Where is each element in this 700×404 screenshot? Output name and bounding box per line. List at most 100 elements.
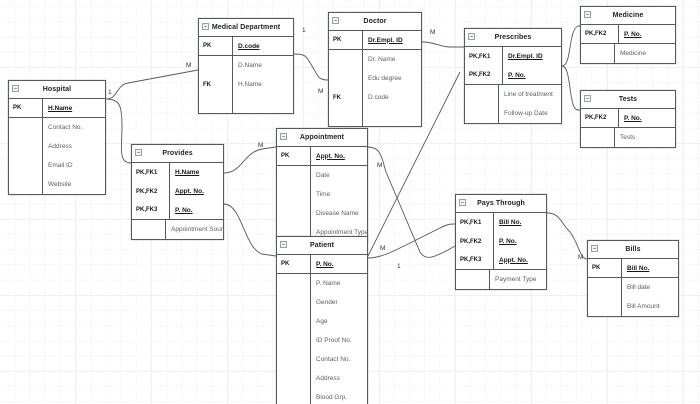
collapse-box-icon[interactable] (591, 245, 598, 252)
attribute-row[interactable]: Dr. Name (329, 50, 421, 69)
connector-provides-to-appointment (223, 146, 277, 174)
attribute-row[interactable]: Bill Amount (588, 297, 678, 316)
collapse-box-icon[interactable] (280, 133, 287, 140)
attribute-row[interactable]: Edu degree (329, 69, 421, 88)
connector-patient-to-pays-through (367, 223, 456, 259)
attribute-name: Date (316, 172, 330, 179)
key-constraint-label (199, 56, 233, 75)
entity-header-appointment[interactable]: Appointment (277, 129, 367, 147)
key-constraint-label: PK,FK2 (465, 66, 503, 84)
collapse-box-icon[interactable] (135, 149, 142, 156)
collapse-box-icon[interactable] (468, 33, 475, 40)
entity-title: Appointment (299, 134, 345, 141)
cardinality-hospital-medical-department-one: 1 (108, 89, 112, 96)
attribute-name: Bill date (627, 284, 651, 291)
attribute-row[interactable]: Tests (581, 128, 675, 147)
connector-medical-department-to-doctor (293, 53, 329, 81)
attribute-row[interactable] (199, 94, 293, 113)
entity-header-medical-department[interactable]: Medical Department (199, 19, 293, 37)
attribute-name: Contact No. (316, 356, 351, 363)
key-constraint-label (277, 312, 311, 331)
attribute-row[interactable]: Disease Name (277, 204, 367, 223)
attribute-row[interactable]: Contact No. (277, 350, 367, 369)
attribute-row[interactable]: Email ID (9, 156, 105, 175)
entity-header-provides[interactable]: Provides (132, 145, 223, 163)
attribute-row[interactable]: Date (277, 166, 367, 185)
attribute-row[interactable]: Age (277, 312, 367, 331)
attribute-row[interactable]: Blood Grp. (277, 388, 367, 404)
entity-header-bills[interactable]: Bills (588, 241, 678, 259)
collapse-box-icon[interactable] (459, 199, 466, 206)
entity-header-hospital[interactable]: Hospital (9, 81, 105, 99)
key-constraint-label (277, 350, 311, 369)
attribute-row[interactable]: Appointment Source (132, 220, 223, 239)
entity-header-patient[interactable]: Patient (277, 237, 367, 255)
connector-doctor-to-prescribes (421, 41, 464, 48)
entity-header-prescribes[interactable]: Prescribes (465, 29, 561, 47)
attribute-row[interactable]: Contact No. (9, 118, 105, 137)
attribute-row[interactable]: ID Proof No. (277, 331, 367, 350)
collapse-box-icon[interactable] (202, 23, 209, 30)
collapse-box-icon[interactable] (584, 11, 591, 18)
attribute-row[interactable]: Appointment Type (277, 223, 367, 242)
attribute-row[interactable]: Line of treatment (465, 85, 561, 104)
attribute-row[interactable]: Medicine (581, 44, 675, 63)
collapse-box-icon[interactable] (12, 85, 19, 92)
attribute-row[interactable]: Address (277, 369, 367, 388)
attribute-row[interactable]: Website (9, 175, 105, 194)
attribute-row[interactable]: Payment Type (456, 270, 546, 289)
key-constraint-label (465, 85, 499, 104)
entity-header-doctor[interactable]: Doctor (329, 13, 421, 31)
attribute-row[interactable]: Bill date (588, 278, 678, 297)
attribute-row[interactable]: Address (9, 137, 105, 156)
attribute-row[interactable]: D.Name (199, 56, 293, 75)
entity-title: Medicine (612, 12, 644, 19)
attribute-name: Bill No. (499, 219, 522, 226)
entity-header-medicine[interactable]: Medicine (581, 7, 675, 25)
attribute-row[interactable]: Follow-up Date (465, 104, 561, 123)
attribute-name: Disease Name (316, 210, 359, 217)
attribute-name: P. Name (316, 280, 341, 287)
entity-header-tests[interactable]: Tests (581, 91, 675, 109)
key-constraint-label: PK,FK2 (581, 109, 619, 127)
collapse-box-icon[interactable] (584, 95, 591, 102)
collapse-box-icon[interactable] (280, 241, 287, 248)
entity-header-pays-through[interactable]: Pays Through (456, 195, 546, 213)
attribute-row[interactable]: Gender (277, 293, 367, 312)
collapse-box-icon[interactable] (332, 17, 339, 24)
attribute-row[interactable]: P. Name (277, 274, 367, 293)
attribute-row[interactable] (329, 107, 421, 126)
attribute-row[interactable]: Time (277, 185, 367, 204)
attribute-name: D.code (238, 42, 260, 50)
